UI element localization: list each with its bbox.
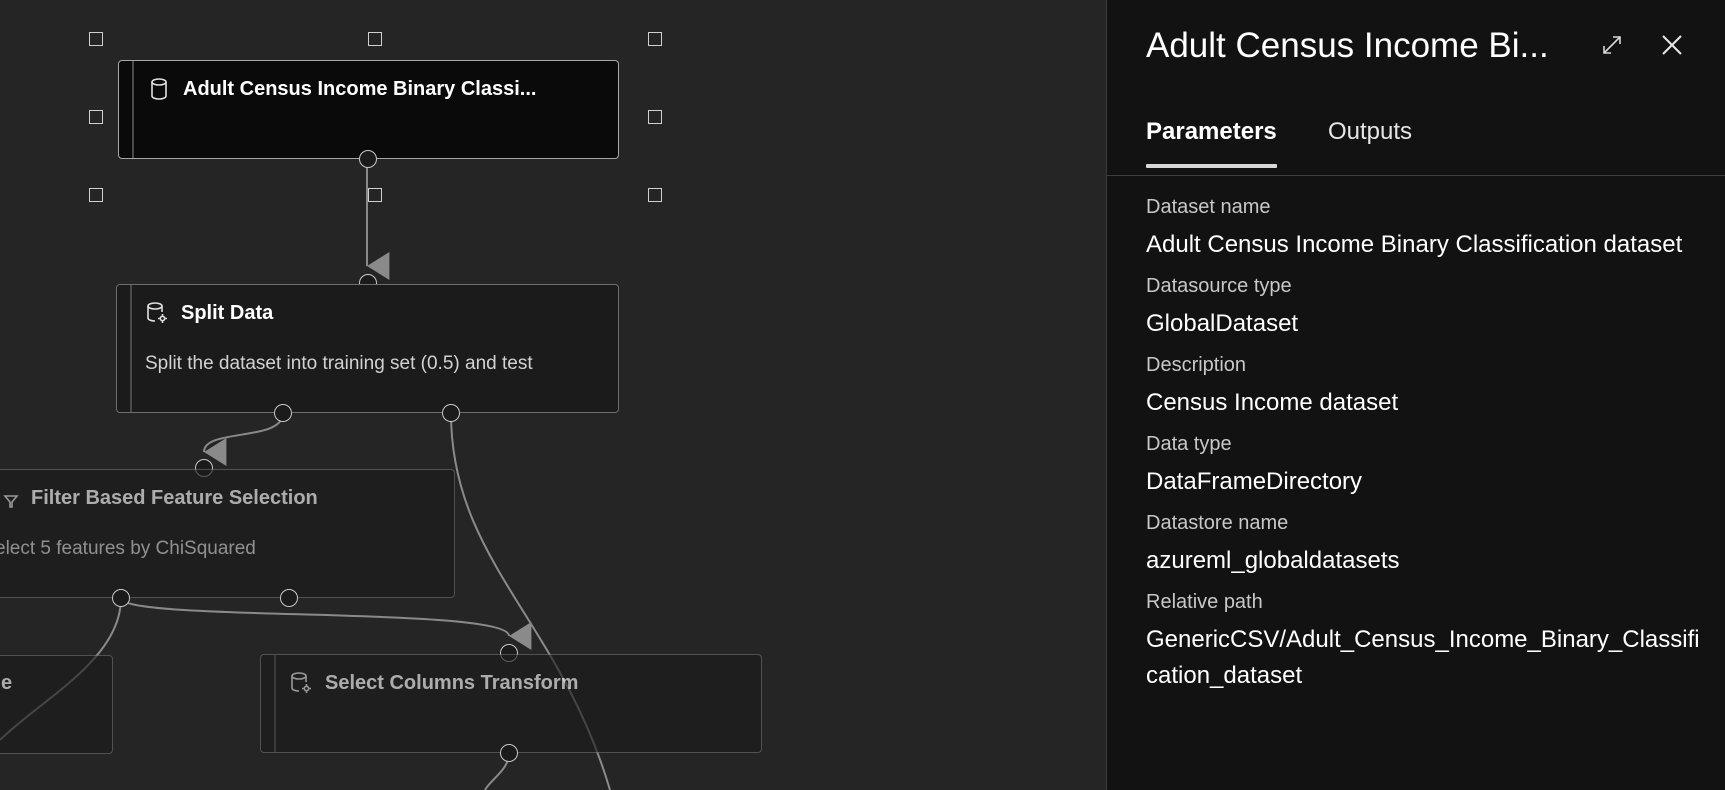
resize-handle-top-center[interactable] bbox=[368, 32, 382, 46]
edge-split-to-filter bbox=[203, 412, 284, 467]
panel-tabs: Parameters Outputs bbox=[1107, 104, 1725, 176]
filter-output-port-left[interactable] bbox=[112, 589, 130, 607]
expand-icon bbox=[1603, 36, 1621, 54]
dataset-node-title: Adult Census Income Binary Classi... bbox=[183, 77, 537, 100]
field-label-data-type: Data type bbox=[1146, 433, 1232, 455]
edge-filter-to-select bbox=[120, 597, 532, 650]
resize-handle-top-right[interactable] bbox=[648, 32, 662, 46]
tab-outputs[interactable]: Outputs bbox=[1328, 118, 1413, 145]
pipeline-canvas[interactable]: Adult Census Income Binary Classi... Spl… bbox=[0, 0, 1106, 790]
close-button[interactable] bbox=[1655, 28, 1689, 62]
select-output-port[interactable] bbox=[500, 744, 518, 762]
database-gear-icon bbox=[291, 672, 311, 693]
split-node-header: Split Data bbox=[145, 301, 273, 325]
split-output-port-left[interactable] bbox=[274, 404, 292, 422]
resize-handle-bottom-right[interactable] bbox=[648, 188, 662, 202]
filter-node-header: Filter Based Feature Selection bbox=[0, 486, 318, 510]
field-value-data-type: DataFrameDirectory bbox=[1146, 468, 1363, 495]
filter-icon bbox=[3, 495, 19, 508]
partial-node-header: e bbox=[1, 672, 12, 695]
filter-node-description: elect 5 features by ChiSquared bbox=[0, 538, 256, 559]
field-value-datasource-type: GlobalDataset bbox=[1146, 310, 1299, 337]
split-data-node[interactable]: Split Data Split the dataset into traini… bbox=[116, 284, 619, 413]
panel-title: Adult Census Income Bi... bbox=[1146, 26, 1549, 65]
field-label-description: Description bbox=[1146, 354, 1247, 376]
partial-node[interactable]: e bbox=[0, 655, 113, 754]
parameter-fields: Dataset name Adult Census Income Binary … bbox=[1146, 196, 1706, 706]
tab-parameters[interactable]: Parameters bbox=[1146, 118, 1277, 168]
resize-handle-top-left[interactable] bbox=[89, 32, 103, 46]
filter-node[interactable]: Filter Based Feature Selection elect 5 f… bbox=[0, 469, 455, 598]
filter-output-port-right[interactable] bbox=[280, 589, 298, 607]
split-node-title: Split Data bbox=[181, 301, 274, 324]
database-icon bbox=[151, 78, 167, 100]
resize-handle-middle-right[interactable] bbox=[648, 110, 662, 124]
field-label-datasource-type: Datasource type bbox=[1146, 275, 1292, 297]
select-node-title: Select Columns Transform bbox=[325, 671, 579, 694]
select-node-header: Select Columns Transform bbox=[289, 671, 578, 695]
field-value-dataset-name: Adult Census Income Binary Classificatio… bbox=[1146, 231, 1683, 258]
close-icon bbox=[1662, 35, 1682, 55]
field-label-datastore-name: Datastore name bbox=[1146, 512, 1289, 534]
resize-handle-bottom-left[interactable] bbox=[89, 188, 103, 202]
dataset-node-header: Adult Census Income Binary Classi... bbox=[147, 77, 536, 101]
dataset-node[interactable]: Adult Census Income Binary Classi... bbox=[118, 60, 619, 159]
database-gear-icon bbox=[147, 302, 167, 323]
split-output-port-right[interactable] bbox=[442, 404, 460, 422]
partial-node-title: e bbox=[1, 672, 13, 694]
select-columns-node[interactable]: Select Columns Transform bbox=[260, 654, 762, 753]
field-value-relative-path: GenericCSV/Adult_Census_Income_Binary_Cl… bbox=[1146, 626, 1700, 689]
dataset-output-port[interactable] bbox=[359, 150, 377, 168]
field-label-relative-path: Relative path bbox=[1146, 591, 1263, 613]
filter-node-title: Filter Based Feature Selection bbox=[31, 486, 318, 509]
field-value-description: Census Income dataset bbox=[1146, 389, 1399, 416]
resize-handle-bottom-center[interactable] bbox=[368, 188, 382, 202]
field-value-datastore-name: azureml_globaldatasets bbox=[1146, 547, 1400, 574]
field-label-dataset-name: Dataset name bbox=[1146, 196, 1271, 218]
split-node-description: Split the dataset into training set (0.5… bbox=[145, 353, 533, 374]
expand-button[interactable] bbox=[1595, 28, 1629, 62]
properties-panel: Adult Census Income Bi... Parameters Out… bbox=[1106, 0, 1725, 790]
resize-handle-middle-left[interactable] bbox=[89, 110, 103, 124]
